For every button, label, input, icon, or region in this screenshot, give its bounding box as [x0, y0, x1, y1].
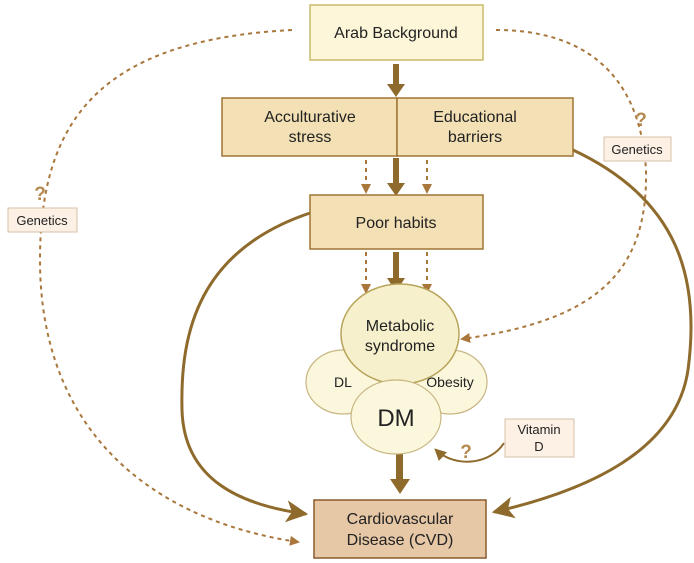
- node-dm: DM: [350, 379, 442, 455]
- node-educational-barriers: Educational barriers: [396, 97, 574, 157]
- metabolic-syndrome-label-line2: syndrome: [365, 338, 435, 355]
- poor-habits-label: Poor habits: [356, 215, 437, 232]
- dashed-arrow-arab-to-metabolic: [460, 29, 648, 343]
- metabolic-syndrome-label-line1: Metabolic: [366, 318, 434, 335]
- dm-label: DM: [377, 405, 414, 432]
- dl-label: DL: [334, 374, 352, 390]
- vitamin-d-label-line1: Vitamin: [517, 422, 560, 437]
- node-cvd: Cardiovascular Disease (CVD): [313, 499, 487, 559]
- educational-barriers-label-line2: barriers: [448, 129, 502, 146]
- node-acculturative-stress: Acculturative stress: [221, 97, 398, 157]
- educational-barriers-label-line1: Educational: [433, 109, 517, 126]
- thick-arrow-dm-to-cvd: [390, 452, 410, 494]
- node-metabolic-syndrome: Metabolic syndrome: [340, 283, 460, 385]
- question-mark-genetics-left: ?: [34, 184, 46, 205]
- acculturative-stress-label-line1: Acculturative: [264, 109, 356, 126]
- solid-arrow-habits-to-cvd: [180, 211, 311, 523]
- genetics-left-label: Genetics: [16, 213, 68, 228]
- label-genetics-right: Genetics: [603, 136, 672, 162]
- cvd-label-line2: Disease (CVD): [347, 532, 454, 549]
- obesity-label: Obesity: [426, 374, 473, 390]
- label-vitamin-d: Vitamin D: [504, 418, 575, 458]
- vitamin-d-label-line2: D: [534, 439, 543, 454]
- question-mark-genetics-right: ?: [635, 110, 647, 131]
- thick-arrow-stress-to-habits: [387, 158, 405, 196]
- node-poor-habits: Poor habits: [309, 194, 484, 250]
- thick-arrow-arab-to-stress: [387, 64, 405, 97]
- solid-arrow-barriers-to-cvd: [491, 148, 693, 519]
- node-arab-background: Arab Background: [309, 4, 484, 61]
- arab-background-label: Arab Background: [334, 25, 458, 42]
- dashed-arrow-arab-to-cvd: [38, 29, 300, 546]
- cvd-label-line1: Cardiovascular: [347, 511, 454, 528]
- acculturative-stress-label-line2: stress: [289, 129, 332, 146]
- question-mark-vitamin-d: ?: [460, 442, 472, 463]
- label-genetics-left: Genetics: [7, 207, 78, 233]
- genetics-right-label: Genetics: [611, 142, 663, 157]
- solid-arrow-vitamin-to-dm: [434, 442, 505, 463]
